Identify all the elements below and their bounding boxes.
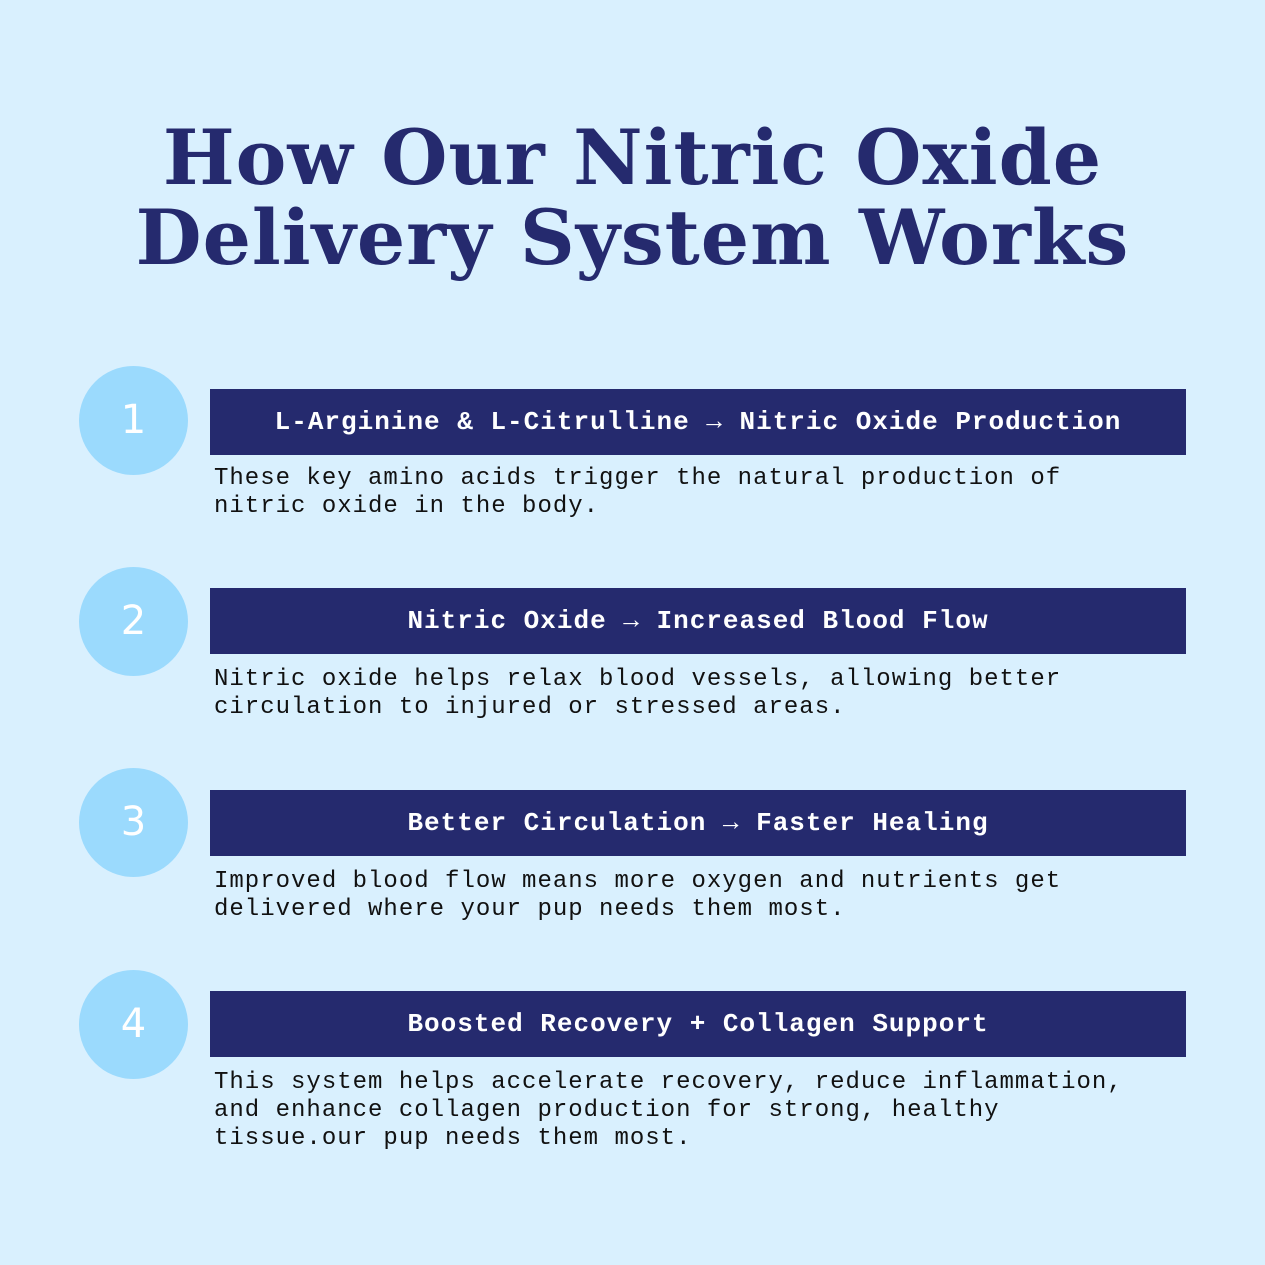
step-number-badge: 1 [79, 366, 188, 475]
step-description: Nitric oxide helps relax blood vessels, … [214, 666, 1062, 721]
step-description: These key amino acids trigger the natura… [214, 465, 1062, 520]
page-title: How Our Nitric Oxide Delivery System Wor… [0, 118, 1265, 278]
step-number-badge: 2 [79, 567, 188, 676]
title-line-1: How Our Nitric Oxide [162, 113, 1103, 202]
step-heading: L-Arginine & L-Citrulline → Nitric Oxide… [210, 389, 1186, 455]
title-line-2: Delivery System Works [135, 193, 1130, 282]
step-description: Improved blood flow means more oxygen an… [214, 868, 1062, 923]
step-heading: Nitric Oxide → Increased Blood Flow [210, 588, 1186, 654]
step-heading: Better Circulation → Faster Healing [210, 790, 1186, 856]
step-heading: Boosted Recovery + Collagen Support [210, 991, 1186, 1057]
step-description: This system helps accelerate recovery, r… [214, 1069, 1123, 1152]
step-number-badge: 4 [79, 970, 188, 1079]
step-number-badge: 3 [79, 768, 188, 877]
